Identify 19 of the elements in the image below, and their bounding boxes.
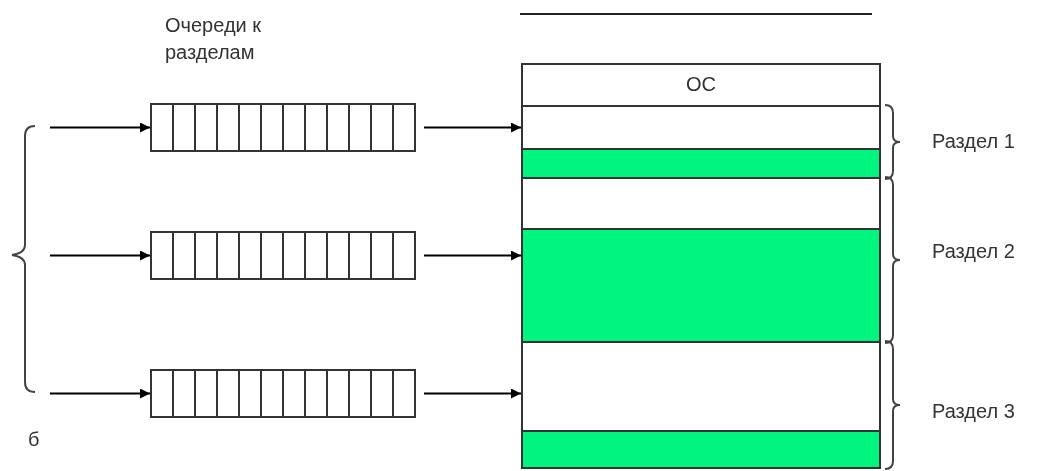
partition-label: Раздел 1 — [932, 130, 1015, 153]
arrow — [423, 250, 522, 261]
partition-label: Раздел 2 — [932, 240, 1015, 263]
arrow — [423, 122, 522, 133]
queue-box — [150, 231, 416, 280]
occupied-area — [521, 228, 881, 343]
heading-text: Очереди к разделам — [165, 13, 263, 65]
occupied-area — [521, 430, 881, 469]
occupied-area — [521, 148, 881, 179]
arrow — [49, 250, 151, 261]
region-label: ОС — [686, 73, 716, 96]
queue-box — [150, 369, 416, 418]
arrow — [49, 388, 151, 399]
figure-letter: б — [28, 428, 40, 451]
arrow — [423, 388, 522, 399]
arrow — [49, 122, 151, 133]
partition-label: Раздел 3 — [932, 400, 1015, 423]
os-region — [521, 63, 881, 107]
queue-box — [150, 103, 416, 152]
